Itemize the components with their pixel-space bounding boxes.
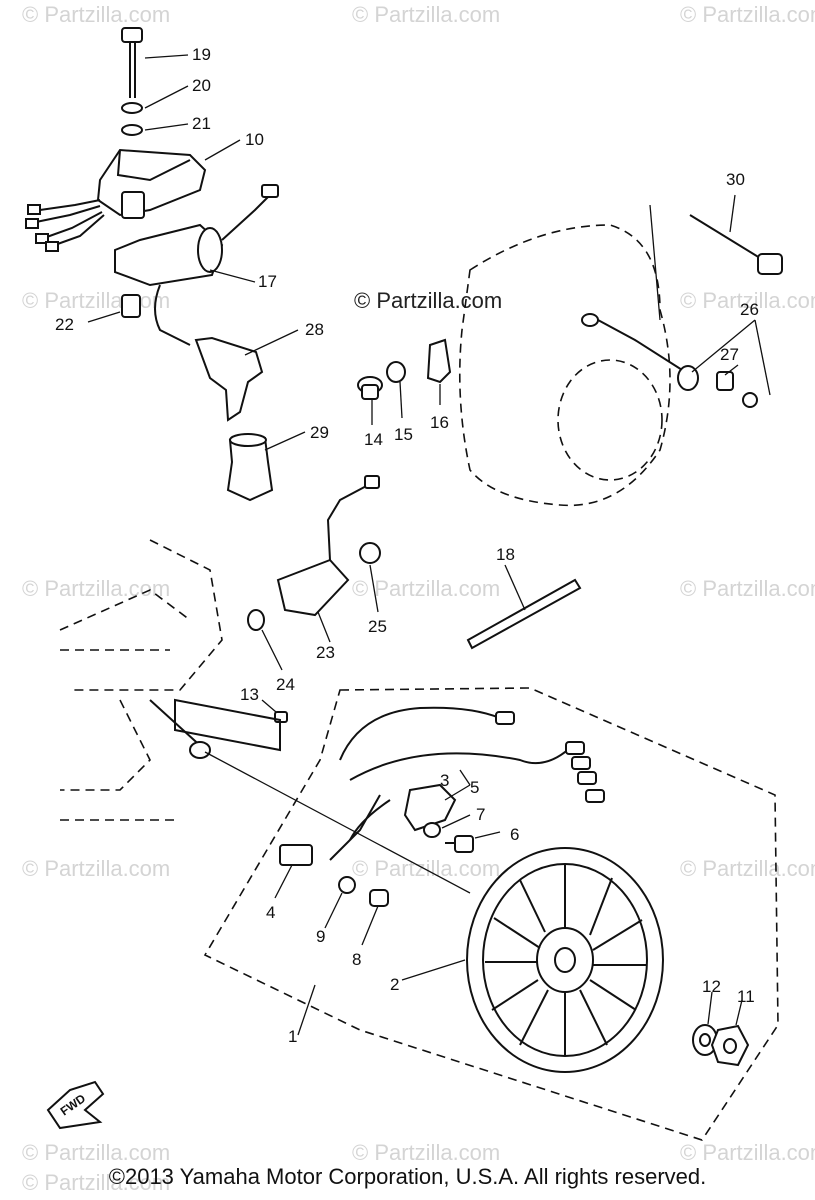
watermark: © Partzilla.com <box>22 576 170 601</box>
rubber-strip <box>466 564 582 650</box>
callout-1: 1 <box>288 1027 297 1046</box>
callout-26: 26 <box>740 300 759 319</box>
watermark: © Partzilla.com <box>22 288 170 313</box>
watermark-layer: © Partzilla.com © Partzilla.com © Partzi… <box>22 2 815 1195</box>
magneto-boundary <box>203 687 779 1141</box>
watermark: © Partzilla.com <box>680 1140 815 1165</box>
nut-washer <box>692 991 750 1067</box>
callout-24: 24 <box>276 675 295 694</box>
engine-case <box>59 539 223 821</box>
callout-30: 30 <box>726 170 745 189</box>
callout-21: 21 <box>192 114 211 133</box>
callout-8: 8 <box>352 950 361 969</box>
copyright-notice: ©2013 Yamaha Motor Corporation, U.S.A. A… <box>108 1164 707 1189</box>
callout-layer: 19 20 21 10 17 22 28 29 30 26 27 14 15 1… <box>55 45 759 1046</box>
watermark: © Partzilla.com <box>22 1140 170 1165</box>
watermark: © Partzilla.com <box>352 1140 500 1165</box>
wire-assy <box>581 313 771 408</box>
lead-wire <box>339 706 605 803</box>
watermark: © Partzilla.com <box>680 576 815 601</box>
stator-sensor <box>274 794 381 899</box>
ignition-coil <box>114 184 279 346</box>
fan-housing <box>458 204 671 507</box>
watermark: © Partzilla.com <box>22 856 170 881</box>
watermark: © Partzilla.com <box>680 856 815 881</box>
watermark: © Partzilla.com <box>22 1170 170 1195</box>
cdi-unit <box>25 139 241 252</box>
clamp-hardware <box>357 338 452 425</box>
callout-3: 3 <box>440 771 449 790</box>
callout-20: 20 <box>192 76 211 95</box>
center-watermark: © Partzilla.com <box>354 288 502 313</box>
callout-11: 11 <box>737 987 755 1006</box>
callout-15: 15 <box>394 425 413 444</box>
clip <box>174 698 288 752</box>
callout-28: 28 <box>305 320 324 339</box>
temp-sensor <box>689 194 783 275</box>
callout-13: 13 <box>240 685 259 704</box>
bolt-stack <box>121 27 189 136</box>
watermark: © Partzilla.com <box>22 2 170 27</box>
callout-25: 25 <box>368 617 387 636</box>
callout-6: 6 <box>510 825 519 844</box>
callout-14: 14 <box>364 430 383 449</box>
flywheel-fasteners <box>324 876 389 946</box>
watermark: © Partzilla.com <box>680 2 815 27</box>
watermark: © Partzilla.com <box>352 856 500 881</box>
flywheel <box>401 847 664 1073</box>
fwd-arrow-icon: FWD <box>46 1080 105 1130</box>
watermark: © Partzilla.com <box>352 2 500 27</box>
callout-5: 5 <box>470 778 479 797</box>
callout-18: 18 <box>496 545 515 564</box>
callout-22: 22 <box>55 315 74 334</box>
callout-23: 23 <box>316 643 335 662</box>
axis-line <box>204 751 471 894</box>
callout-27: 27 <box>720 345 739 364</box>
watermark: © Partzilla.com <box>680 288 815 313</box>
plug-cap <box>194 329 299 422</box>
pulser-coil <box>247 475 381 671</box>
callout-2: 2 <box>390 975 399 994</box>
callout-19: 19 <box>192 45 211 64</box>
callout-29: 29 <box>310 423 329 442</box>
plug-boot <box>226 431 306 502</box>
callout-4: 4 <box>266 903 275 922</box>
callout-12: 12 <box>702 977 721 996</box>
callout-7: 7 <box>476 805 485 824</box>
collar <box>87 294 141 323</box>
watermark: © Partzilla.com <box>352 576 500 601</box>
callout-9: 9 <box>316 927 325 946</box>
callout-17: 17 <box>258 272 277 291</box>
callout-16: 16 <box>430 413 449 432</box>
callout-10: 10 <box>245 130 264 149</box>
